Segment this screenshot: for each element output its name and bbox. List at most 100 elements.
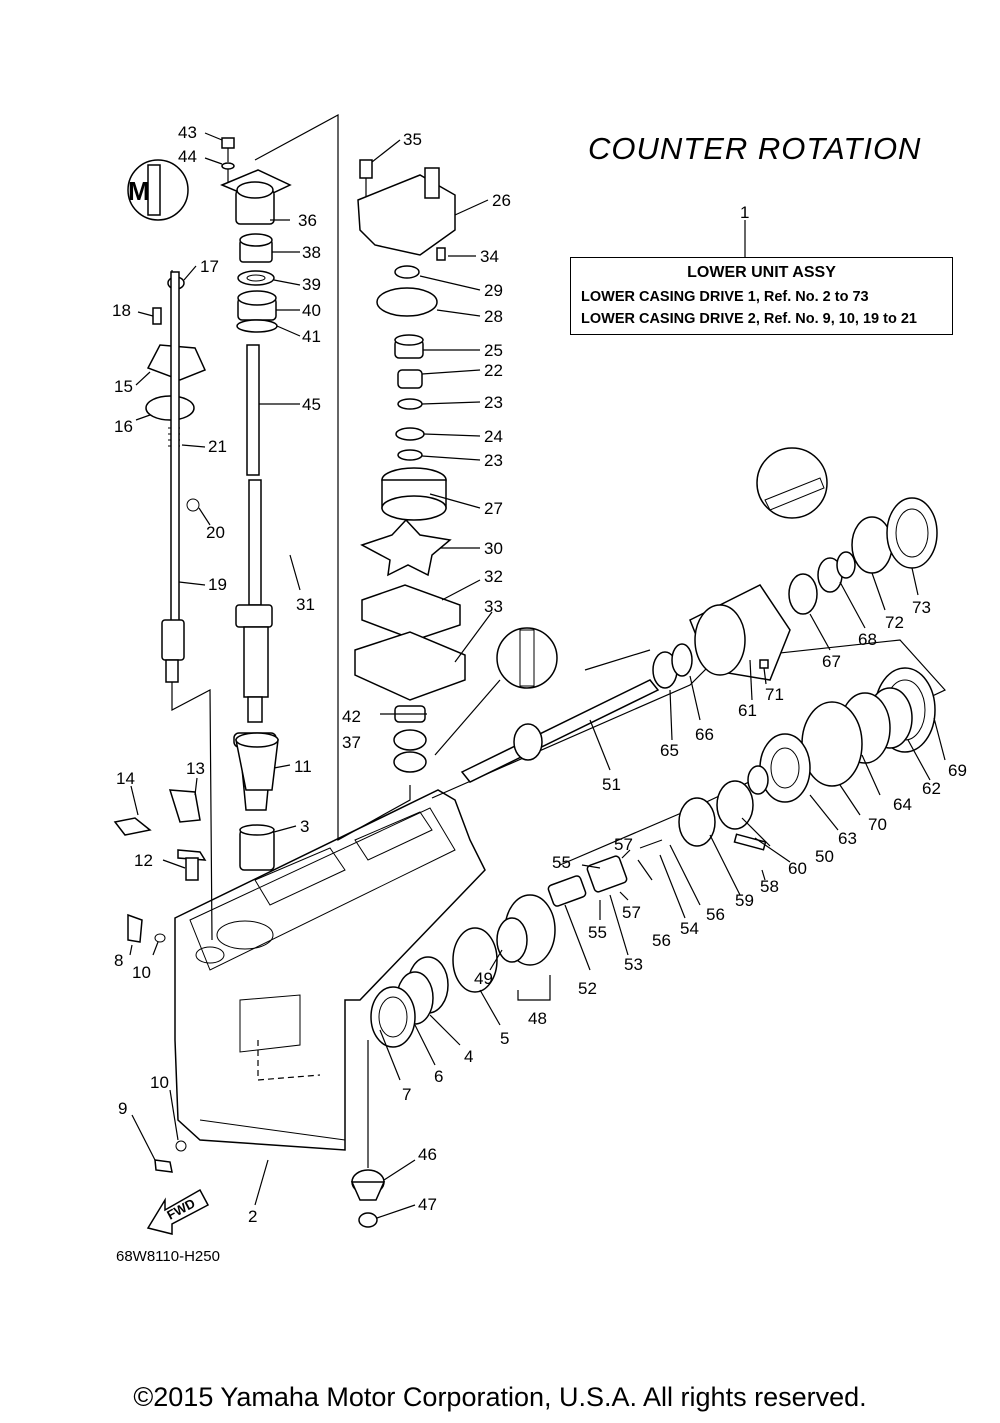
diagram-title: COUNTER ROTATION — [588, 131, 922, 166]
callout-52: 52 — [578, 979, 597, 998]
callout-2: 2 — [248, 1207, 257, 1226]
lower-casing-drawing — [174, 789, 486, 1151]
callout-31: 31 — [296, 595, 315, 614]
callout-13: 13 — [186, 759, 205, 778]
callout-22: 22 — [484, 361, 503, 380]
callout-30: 30 — [484, 539, 503, 558]
callout-46: 46 — [418, 1145, 437, 1164]
callout-10b: 10 — [150, 1073, 169, 1092]
callout-68: 68 — [858, 630, 877, 649]
callout-50: 50 — [815, 847, 834, 866]
callout-37: 37 — [342, 733, 361, 752]
callout-10a: 10 — [132, 963, 151, 982]
callout-56a: 56 — [706, 905, 725, 924]
water-tube-drawing — [235, 732, 279, 791]
callout-65: 65 — [660, 741, 679, 760]
callout-66: 66 — [695, 725, 714, 744]
callout-17: 17 — [200, 257, 219, 276]
callout-23a: 23 — [484, 393, 503, 412]
callout-6: 6 — [434, 1067, 443, 1086]
callout-71: 71 — [765, 685, 784, 704]
callout-57a: 57 — [614, 835, 633, 854]
cg-symbol-circles — [496, 447, 828, 689]
callout-1: 1 — [740, 203, 749, 222]
callout-47: 47 — [418, 1195, 437, 1214]
callout-44: 44 — [178, 147, 197, 166]
assembly-line-1: LOWER CASING DRIVE 1, Ref. No. 2 to 73 — [581, 289, 869, 305]
callout-53: 53 — [624, 955, 643, 974]
callout-73: 73 — [912, 598, 931, 617]
callout-59: 59 — [735, 891, 754, 910]
callout-18: 18 — [112, 301, 131, 320]
callout-38: 38 — [302, 243, 321, 262]
callout-48: 48 — [528, 1009, 547, 1028]
callout-8: 8 — [114, 951, 123, 970]
callout-numbers: 43 44 35 26 36 34 17 38 39 29 40 28 18 4… — [112, 123, 967, 1226]
assembly-heading: LOWER UNIT ASSY — [687, 264, 836, 281]
callout-25: 25 — [484, 341, 503, 360]
callout-9: 9 — [118, 1099, 127, 1118]
callout-11: 11 — [294, 757, 312, 776]
drive-shaft-drawing — [233, 344, 277, 871]
callout-5: 5 — [500, 1029, 509, 1048]
callout-14: 14 — [116, 769, 135, 788]
callout-43: 43 — [178, 123, 197, 142]
callout-64: 64 — [893, 795, 912, 814]
shift-shaft-drawing: M — [127, 159, 207, 683]
callout-51: 51 — [602, 775, 621, 794]
callout-7: 7 — [402, 1085, 411, 1104]
callout-3: 3 — [300, 817, 309, 836]
bearing-housing-drawing — [689, 497, 938, 681]
pinion-drawing — [350, 1040, 386, 1228]
callout-33: 33 — [484, 597, 503, 616]
callout-12: 12 — [134, 851, 153, 870]
guide-lines — [171, 113, 946, 941]
callout-20: 20 — [206, 523, 225, 542]
assembly-line-2: LOWER CASING DRIVE 2, Ref. No. 9, 10, 19… — [581, 311, 917, 327]
gear-cluster-drawing — [370, 667, 936, 1048]
callout-63: 63 — [838, 829, 857, 848]
callout-19: 19 — [208, 575, 227, 594]
callout-72: 72 — [885, 613, 904, 632]
callout-39: 39 — [302, 275, 321, 294]
copyright-notice: ©2015 Yamaha Motor Corporation, U.S.A. A… — [133, 1382, 867, 1412]
leader-lines — [129, 132, 946, 1219]
callout-35: 35 — [403, 130, 422, 149]
propeller-shaft-drawing — [460, 643, 693, 783]
small-fasteners — [113, 789, 207, 1173]
callout-24: 24 — [484, 427, 503, 446]
water-pump-stack — [354, 159, 466, 773]
callout-40: 40 — [302, 301, 321, 320]
callout-55b: 55 — [588, 923, 607, 942]
callout-15: 15 — [114, 377, 133, 396]
callout-56b: 56 — [652, 931, 671, 950]
callout-21: 21 — [208, 437, 227, 456]
callout-26: 26 — [492, 191, 511, 210]
assembly-info-box: LOWER UNIT ASSY LOWER CASING DRIVE 1, Re… — [570, 257, 953, 335]
callout-49: 49 — [474, 969, 493, 988]
callout-27: 27 — [484, 499, 503, 518]
callout-28: 28 — [484, 307, 503, 326]
callout-54: 54 — [680, 919, 699, 938]
callout-32: 32 — [484, 567, 503, 586]
svg-text:M: M — [128, 176, 150, 206]
callout-34: 34 — [480, 247, 499, 266]
callout-41: 41 — [302, 327, 321, 346]
callout-70: 70 — [868, 815, 887, 834]
upper-seal-stack — [220, 137, 292, 333]
callout-4: 4 — [464, 1047, 473, 1066]
callout-16: 16 — [114, 417, 133, 436]
callout-67: 67 — [822, 652, 841, 671]
callout-61: 61 — [738, 701, 757, 720]
callout-36: 36 — [298, 211, 317, 230]
callout-69: 69 — [948, 761, 967, 780]
callout-45: 45 — [302, 395, 321, 414]
callout-58: 58 — [760, 877, 779, 896]
callout-57b: 57 — [622, 903, 641, 922]
diagram-code: 68W8110-H250 — [116, 1248, 220, 1265]
fwd-arrow: FWD — [146, 1188, 210, 1235]
callout-23b: 23 — [484, 451, 503, 470]
callout-60: 60 — [788, 859, 807, 878]
callout-29: 29 — [484, 281, 503, 300]
